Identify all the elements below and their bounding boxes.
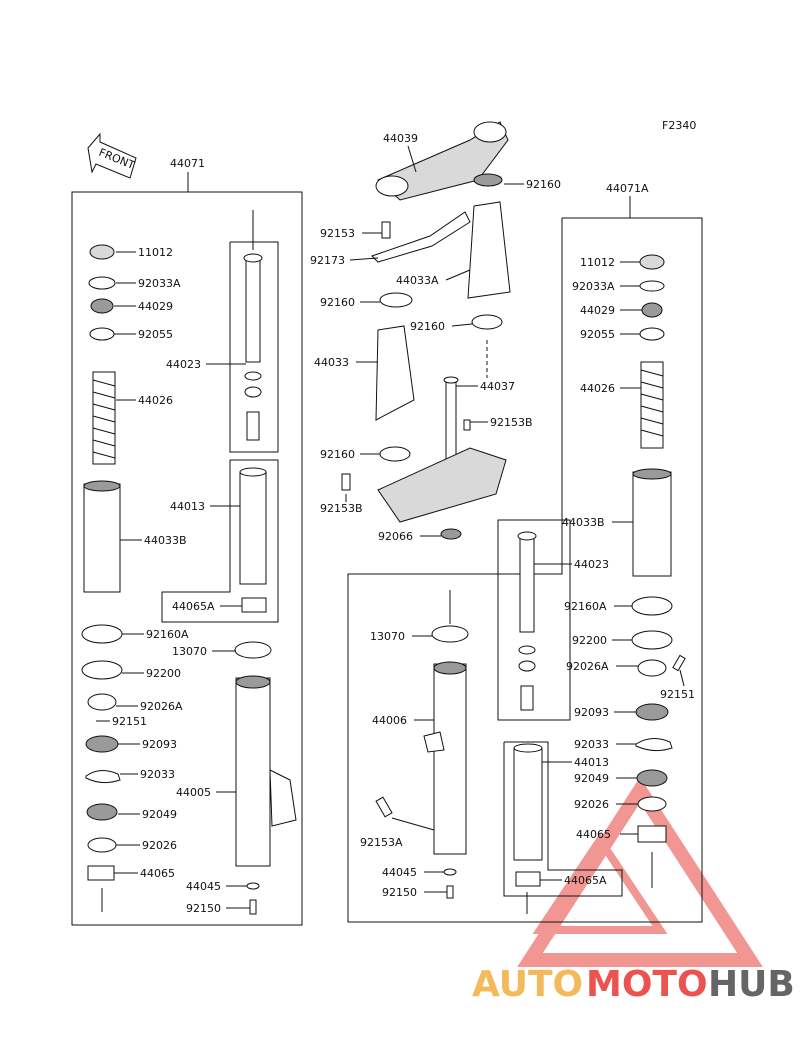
part-number-label: 92066: [378, 530, 413, 543]
part-number-label: 92153: [320, 227, 355, 240]
part-number-label: 44045: [186, 880, 221, 893]
figure-code: F2340: [662, 119, 696, 132]
watermark-logo-icon: [517, 777, 763, 967]
part-number-label: 44033B: [562, 516, 605, 529]
part-number-label: 92160: [410, 320, 445, 333]
part-number-label: 44006: [372, 714, 407, 727]
center-assembly: 44039 92160 92153 92173 44033A 92160 921…: [310, 121, 561, 543]
part-number-label: 92160A: [146, 628, 189, 641]
part-number-label: 13070: [370, 630, 405, 643]
part-number-label: 44037: [480, 380, 515, 393]
part-number-label: 44033: [314, 356, 349, 369]
part-number-label: 44039: [383, 132, 418, 145]
part-number-label: 92033: [574, 738, 609, 751]
part-number-label: 44013: [170, 500, 205, 513]
part-number-label: 92151: [112, 715, 147, 728]
part-number-label: 44005: [176, 786, 211, 799]
svg-text:MOTO: MOTO: [586, 964, 708, 1005]
part-number-label: 44029: [580, 304, 615, 317]
part-number-label: 44045: [382, 866, 417, 879]
part-number-label: 92150: [382, 886, 417, 899]
part-number-label: 44026: [580, 382, 615, 395]
part-number-label: 44065: [140, 867, 175, 880]
part-number-label: 44029: [138, 300, 173, 313]
part-number-label: 92200: [146, 667, 181, 680]
part-number-label: 44023: [166, 358, 201, 371]
part-number-label: 92026A: [566, 660, 609, 673]
part-number-label: 92049: [574, 772, 609, 785]
part-number-label: 92055: [138, 328, 173, 341]
left-assembly-number: 44071: [170, 157, 205, 170]
part-number-label: 92093: [142, 738, 177, 751]
part-number-label: 92026: [142, 839, 177, 852]
left-assembly: 44071: [71, 157, 303, 926]
part-number-label: 92200: [572, 634, 607, 647]
part-number-label: 92026: [574, 798, 609, 811]
svg-text:AUTO: AUTO: [472, 964, 583, 1005]
part-number-label: 92026A: [140, 700, 183, 713]
part-number-label: 44065A: [564, 874, 607, 887]
front-arrow-icon: FRONT: [87, 132, 137, 179]
part-number-label: 44026: [138, 394, 173, 407]
part-number-label: 92151: [660, 688, 695, 701]
part-number-label: 92033: [140, 768, 175, 781]
part-number-label: 44033A: [396, 274, 439, 287]
part-number-label: 92093: [574, 706, 609, 719]
part-number-label: 92055: [580, 328, 615, 341]
part-number-label: 44033B: [144, 534, 187, 547]
part-number-label: 13070: [172, 645, 207, 658]
watermark-text: AUTO MOTO HUB: [472, 964, 795, 1005]
part-number-label: 92153A: [360, 836, 403, 849]
svg-text:HUB: HUB: [708, 964, 795, 1005]
part-number-label: 11012: [580, 256, 615, 269]
part-number-label: 92160: [320, 448, 355, 461]
part-number-label: 44065: [576, 828, 611, 841]
right-assembly: 44071A: [347, 182, 703, 923]
right-assembly-number: 44071A: [606, 182, 649, 195]
part-number-label: 92153B: [490, 416, 533, 429]
part-number-label: 92033A: [572, 280, 615, 293]
part-number-label: 92160: [320, 296, 355, 309]
part-number-label: 92173: [310, 254, 345, 267]
part-number-label: 92160A: [564, 600, 607, 613]
part-number-label: 92150: [186, 902, 221, 915]
part-number-label: 11012: [138, 246, 173, 259]
part-number-label: 44023: [574, 558, 609, 571]
part-number-label: 44013: [574, 756, 609, 769]
part-number-label: 92033A: [138, 277, 181, 290]
part-number-label: 92160: [526, 178, 561, 191]
part-number-label: 92049: [142, 808, 177, 821]
part-number-label: 92153B: [320, 502, 363, 515]
part-number-label: 44065A: [172, 600, 215, 613]
